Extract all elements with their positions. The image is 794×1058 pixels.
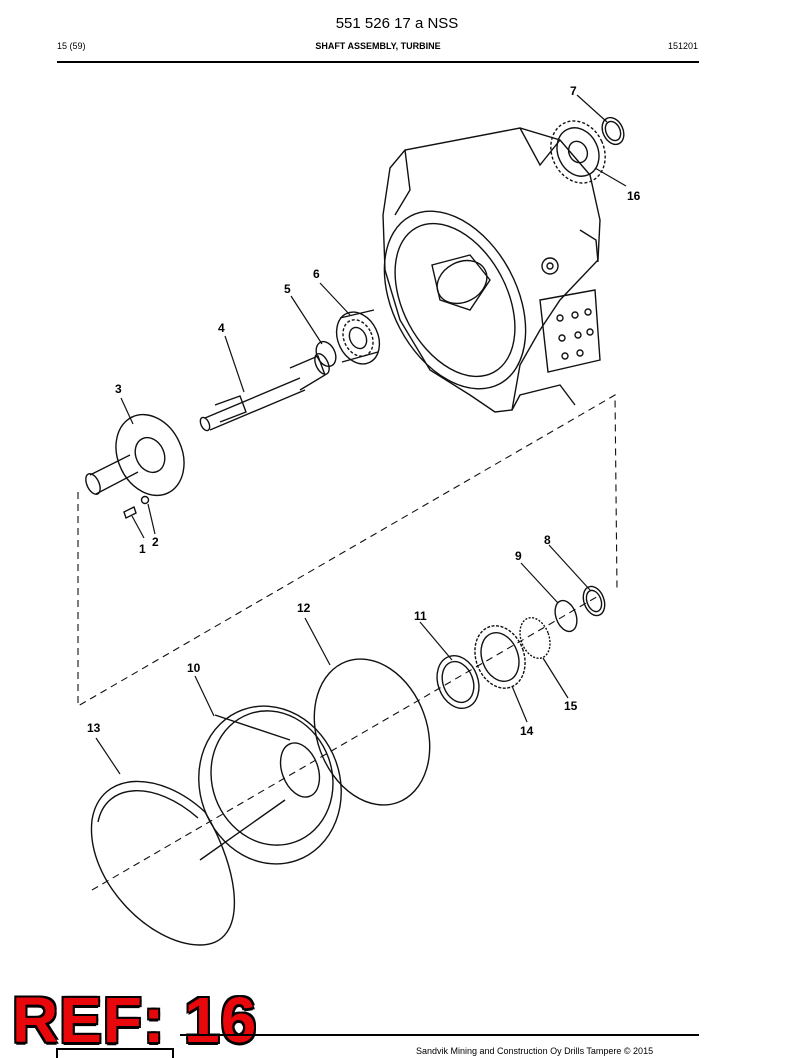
callout-11: 11	[414, 609, 427, 623]
housing-drawing	[382, 127, 601, 413]
callout-15: 15	[564, 699, 578, 713]
callout-10: 10	[187, 661, 201, 675]
flange-drawing	[85, 413, 185, 519]
callout-14: 14	[520, 724, 534, 738]
header-rule	[57, 61, 699, 63]
ring-9-drawing	[554, 599, 578, 633]
section-title: SHAFT ASSEMBLY, TURBINE	[315, 41, 441, 51]
gear-drawing	[550, 116, 625, 184]
shaft-drawing	[199, 353, 330, 432]
document-title: 551 526 17 a NSS	[335, 15, 459, 32]
ring-8-drawing	[582, 585, 606, 617]
callout-16: 16	[627, 189, 641, 203]
callout-3: 3	[115, 382, 122, 396]
page-number: 15 (59)	[57, 41, 86, 51]
document-code: 151201	[667, 41, 698, 51]
callout-8: 8	[544, 533, 551, 547]
snap-ring-15-drawing	[519, 616, 551, 660]
callout-6: 6	[313, 267, 320, 281]
footer-rule	[180, 1034, 699, 1036]
reference-label: REF: 16	[12, 984, 258, 1056]
cover-drawing	[198, 705, 342, 865]
callout-4: 4	[218, 321, 225, 335]
seal-ring-drawing	[313, 658, 431, 806]
thrust-washer-drawing	[436, 655, 480, 709]
callout-5: 5	[284, 282, 291, 296]
leader-lines	[95, 94, 627, 775]
split-ring-drawing	[90, 780, 236, 946]
callout-7: 7	[570, 84, 577, 98]
callout-13: 13	[87, 721, 101, 735]
callout-12: 12	[297, 601, 311, 615]
clutch-disc-drawing	[474, 625, 526, 689]
footer-copyright: Sandvik Mining and Construction Oy Drill…	[416, 1046, 654, 1056]
callout-1: 1	[139, 542, 146, 556]
assembly-lines	[77, 394, 618, 891]
callout-9: 9	[515, 549, 522, 563]
callout-2: 2	[152, 535, 159, 549]
logo-box	[56, 1048, 174, 1058]
